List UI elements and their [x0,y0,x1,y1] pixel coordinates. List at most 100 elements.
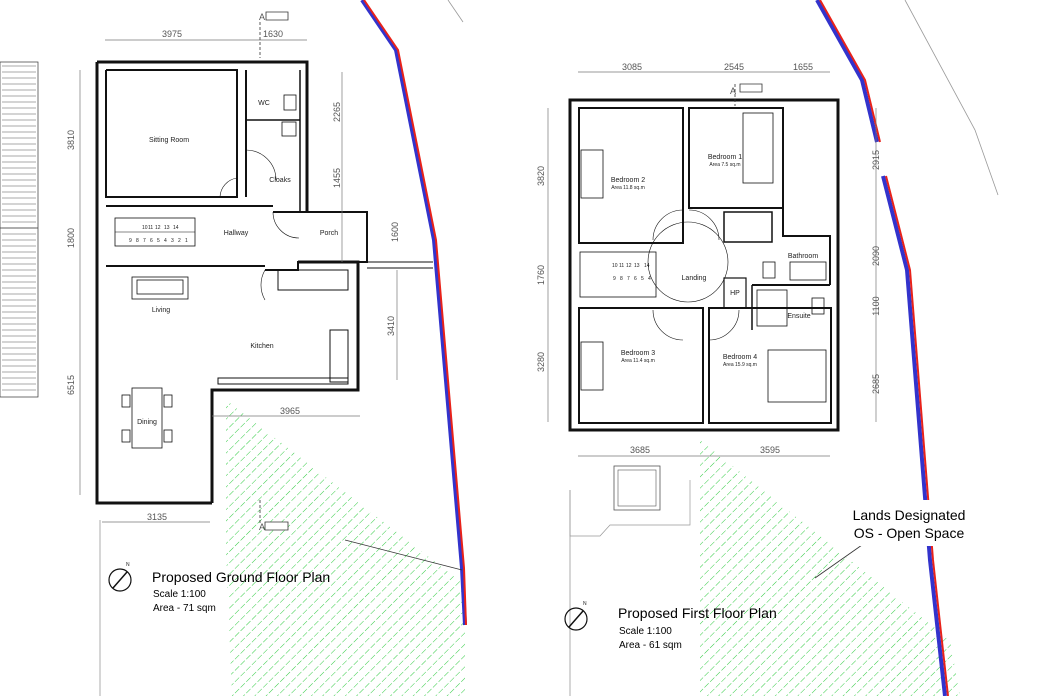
room-cloaks: Cloaks [269,177,291,184]
ground-floor-plan [95,60,433,505]
stair-num: 4 [648,276,651,282]
ground-title: Proposed Ground Floor Plan [152,569,330,585]
north-arrow-icon [564,607,588,631]
site-boundary-red-2 [819,0,881,143]
stair-num: 11 [148,225,153,231]
dim-top-a: 3975 [162,29,182,39]
stair-num: 12 [155,225,161,231]
room-ensuite: Ensuite [787,313,810,320]
stair-num: 9 [129,238,132,244]
dim-f-top-c: 1655 [793,62,813,72]
garden-path [569,480,691,537]
ground-scale: Scale 1:100 [153,589,206,600]
north-arrow-icon [108,568,132,592]
first-title: Proposed First Floor Plan [618,605,777,621]
room-hallway: Hallway [224,230,249,237]
annotation-line1: Lands Designated [853,507,966,523]
dim-f-right-3: 1100 [871,296,881,315]
ground-stair-numbers: 10 11 12 13 14 9 8 7 6 5 4 3 2 1 [129,225,188,244]
dim-f-bottom-a: 3685 [630,445,650,455]
dim-left-1: 3810 [66,130,76,150]
site-boundary-red-3 [885,175,949,696]
room-bed2-area: Area 11.8 sq.m [611,185,645,191]
open-space-hatch-right [700,440,960,696]
section-mark-top: A [259,12,265,22]
section-mark-bottom: A [259,522,265,532]
first-area: Area - 61 sqm [619,640,682,651]
dim-f-left-2: 1760 [536,265,546,285]
room-sitting: Sitting Room [149,137,189,144]
dim-kitchen-v: 3410 [386,316,396,336]
stair-num: 1 [185,238,188,244]
dim-kitchen-h: 3965 [280,406,300,416]
stair-num: 5 [157,238,160,244]
room-dining: Dining [137,419,157,426]
dim-left-3: 6515 [66,375,76,395]
dim-f-top-b: 2545 [724,62,744,72]
dim-top-b: 1630 [263,29,283,39]
dim-left-2: 1800 [66,228,76,248]
room-bed2: Bedroom 2 [611,177,645,184]
room-bed3-area: Area 11.4 sq.m [621,358,655,364]
ground-dimension-lines [79,39,398,523]
room-wc: WC [258,100,270,107]
first-floor-plan [568,98,840,432]
dim-f-right-4: 2685 [871,374,881,394]
room-bed1-area: Area 7.5 sq.m [709,162,740,168]
dim-f-left-1: 3820 [536,166,546,186]
stair-num: 7 [143,238,146,244]
ground-area: Area - 71 sqm [153,603,216,614]
dim-porch-v2: 1455 [332,168,342,188]
stair-num: 9 [613,276,616,282]
site-boundary-red [363,0,467,626]
stair-num: 6 [634,276,637,282]
stair-num: 10 [612,263,618,269]
first-scale: Scale 1:100 [619,626,672,637]
dim-f-top-a: 3085 [622,62,642,72]
stair-num: 8 [136,238,139,244]
north-label: N [126,562,130,568]
f-section-mark: A [730,86,736,96]
stair-num: 7 [627,276,630,282]
room-bed4-area: Area 15.9 sq.m [723,362,757,368]
dim-bottom: 3135 [147,512,167,522]
stair-num: 13 [634,263,640,269]
stair-num: 10 [142,225,148,231]
room-bed1: Bedroom 1 [708,154,742,161]
stair-num: 12 [626,263,632,269]
site-boundary-blue-2 [815,0,879,143]
dim-porch-v1: 2265 [332,102,342,122]
room-bath: Bathroom [788,253,819,260]
stair-num: 13 [164,225,170,231]
dim-f-bottom-b: 3595 [760,445,780,455]
stair-num: 14 [644,263,650,269]
dim-f-right-2: 2090 [871,246,881,266]
room-bed3: Bedroom 3 [621,350,655,357]
first-stair-numbers: 10 11 12 13 14 9 8 7 6 5 4 [612,263,651,282]
room-living: Living [152,307,170,314]
dim-porch-v3: 1600 [390,222,400,242]
stair-num: 8 [620,276,623,282]
north-label-first: N [583,601,587,607]
ground-section-line [259,11,289,531]
first-section-line [734,83,763,106]
room-bed4: Bedroom 4 [723,354,757,361]
open-space-hatch-left [226,400,465,696]
stair-num: 5 [641,276,644,282]
site-boundary-blue-3 [881,175,947,696]
stair-num: 11 [619,263,624,269]
dim-f-left-3: 3280 [536,352,546,372]
dim-f-right-1: 2915 [871,150,881,170]
stair-num: 6 [150,238,153,244]
room-kitchen: Kitchen [250,343,273,350]
annotation-line2: OS - Open Space [854,525,965,541]
site-boundary-blue [360,0,467,626]
room-porch: Porch [320,230,338,237]
stair-num: 2 [178,238,181,244]
stair-num: 4 [164,238,167,244]
stair-num: 3 [171,238,174,244]
leader-line-annotation [814,544,863,579]
neighbour-building [0,61,39,398]
